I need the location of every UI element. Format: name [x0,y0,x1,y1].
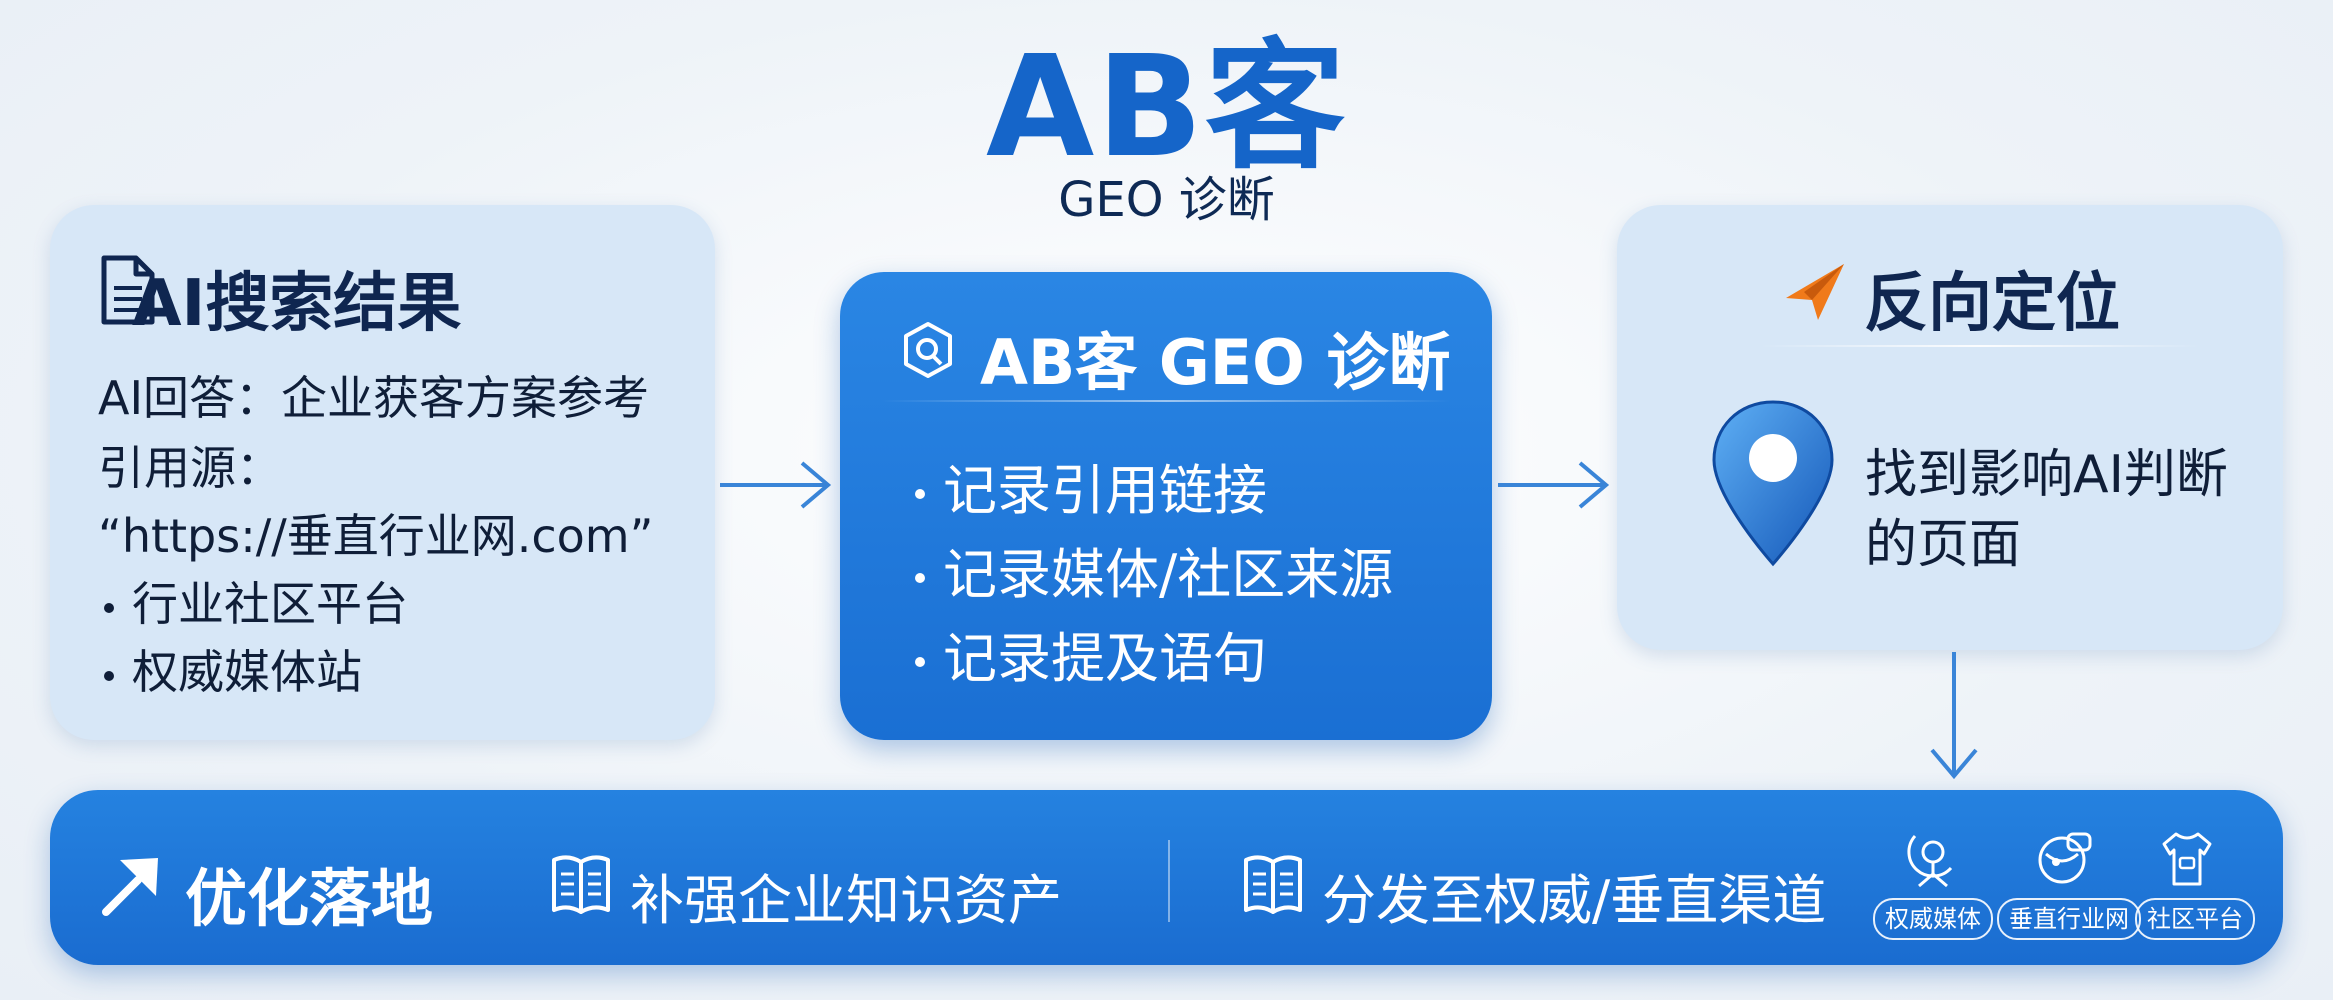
bullet-dot [104,602,114,613]
bullet-dot [915,573,925,584]
bullet-dot [915,657,925,668]
reverse-locate-text: 找到影响AI判断的页面 [1865,445,2228,575]
geo-list-item: 记录引用链接 [915,446,1267,525]
hexagon-search-icon [904,322,952,378]
book-icon [1244,855,1302,914]
geo-list-item: 记录媒体/社区来源 [915,530,1393,609]
book-icon [552,855,610,914]
channel-chip-media: 权威媒体 [1873,898,1993,940]
arrow-icon [102,858,158,916]
satellite-dish-icon [1907,835,1953,888]
bullet-text: 权威媒体站 [132,645,362,699]
shirt-icon [2162,832,2212,886]
location-pin-icon [1712,400,1834,567]
citation-label: 引用源： [98,441,282,495]
optimize-title: 优化落地 [185,862,434,935]
bullet-dot [104,670,114,681]
globe-chat-icon [2038,832,2092,884]
flow-arrow-right [1498,461,1610,509]
channel-chip-community: 社区平台 [2135,898,2255,940]
reverse-locate-title: 反向定位 [1864,267,2120,341]
geo-item-text: 记录媒体/社区来源 [943,543,1394,606]
logo-title: AB客 [985,26,1348,189]
ai-results-title: AI搜索结果 [132,267,462,341]
bullet-dot [915,489,925,500]
flow-arrow-down [1930,652,1978,780]
logo-subtitle: GEO 诊断 [1058,172,1275,228]
bullet-item: 权威媒体站 [104,636,362,702]
ai-answer-line: AI回答：企业获客方案参考 [98,371,650,425]
optimize-bar [50,790,2283,965]
geo-card-title: AB客 GEO 诊断 [980,326,1451,399]
geo-item-text: 记录提及语句 [943,627,1267,690]
optimize-item: 分发至权威/垂直渠道 [1322,869,1827,932]
optimize-item: 补强企业知识资产 [630,869,1062,932]
divider [880,400,1452,402]
flow-arrow-right [720,461,832,509]
bullet-text: 行业社区平台 [132,577,408,631]
geo-item-text: 记录引用链接 [943,459,1267,522]
paper-plane-icon [1786,264,1844,320]
document-icon [101,255,155,325]
geo-list-item: 记录提及语句 [915,614,1267,693]
channel-chip-vertical: 垂直行业网 [1997,898,2141,940]
divider [1168,840,1170,922]
bullet-item: 行业社区平台 [104,568,408,634]
divider [1760,345,2200,347]
ai-results-card [50,205,715,740]
citation-url: “https://垂直行业网.com” [98,509,654,563]
